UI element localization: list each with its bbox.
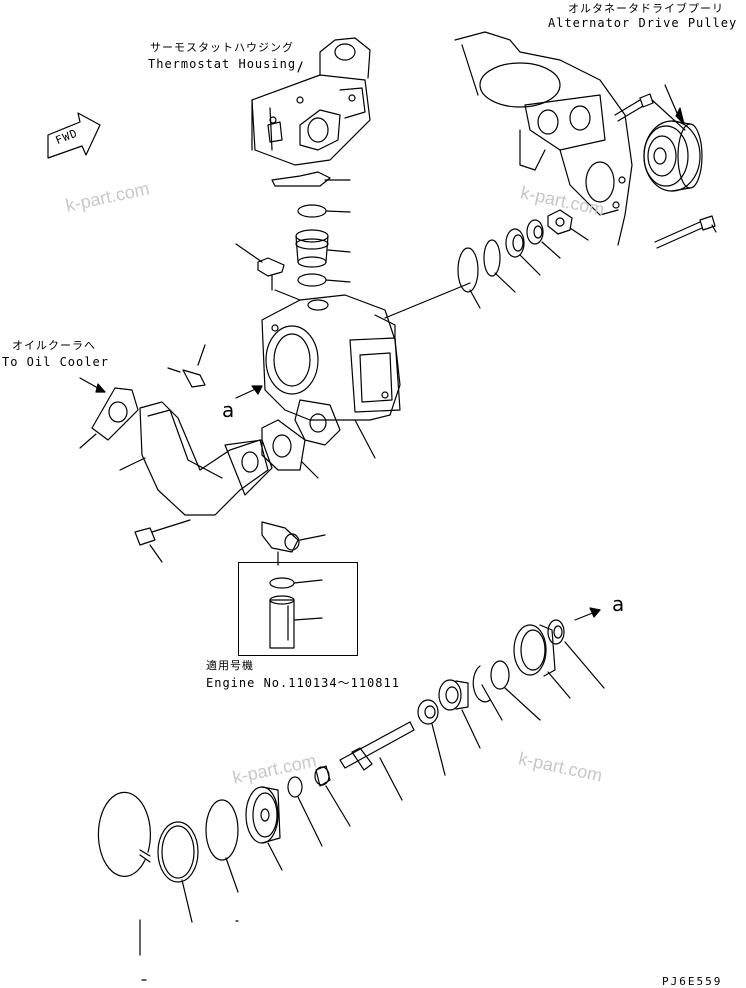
nut-upper xyxy=(548,210,588,240)
bearing-lower-2 xyxy=(418,700,445,775)
hose-clamp xyxy=(270,578,322,588)
cover-plate xyxy=(158,822,198,922)
serial-label-en: Engine No.110134～110811 xyxy=(206,676,400,690)
alternator-drive-pulley xyxy=(644,85,702,191)
pulley-bolt-lower xyxy=(655,216,716,248)
oil-cooler-water-pipe xyxy=(120,402,272,515)
serial-label-jp: 適用号機 xyxy=(206,659,254,672)
drawing-code: PJ6E559 xyxy=(662,975,723,988)
view-arrow-lower xyxy=(575,608,600,620)
pipe-bolt-lower xyxy=(135,520,190,562)
serial-range-frame xyxy=(238,562,358,656)
gear-washer xyxy=(548,620,604,688)
engine-front-cover xyxy=(455,32,632,245)
seal-cup xyxy=(288,777,322,846)
spacer-lower xyxy=(491,661,540,720)
o-ring-lower xyxy=(298,274,350,286)
oil-cooler-label-jp: オイルクーラへ xyxy=(12,339,96,352)
oil-cooler-gasket-left xyxy=(80,378,138,448)
thermostat xyxy=(296,230,350,267)
view-arrow-upper xyxy=(236,386,262,398)
drain-cock xyxy=(262,522,325,565)
bearing-lower-1 xyxy=(439,680,480,748)
oil-cooler-label-en: To Oil Cooler xyxy=(2,355,109,369)
seal-ring-upper xyxy=(458,248,480,308)
air-bleed-plug xyxy=(236,244,300,300)
pump-shaft xyxy=(340,722,414,800)
view-mark-upper-label: a xyxy=(222,398,235,422)
thermostat-housing-label-en: Thermostat Housing xyxy=(148,57,297,71)
washer-upper xyxy=(484,240,515,292)
stray-ticks xyxy=(142,921,238,980)
snap-ring-lower xyxy=(473,666,502,720)
o-ring-upper xyxy=(298,205,350,217)
alternator-pulley-label-jp: オルタネータドライブプーリ xyxy=(568,2,724,15)
mechanical-seal xyxy=(315,766,350,826)
view-mark-lower-label: a xyxy=(612,592,625,616)
thermostat-gasket xyxy=(272,172,350,186)
pulley-bolt-upper xyxy=(615,94,685,130)
o-ring-cover xyxy=(206,800,238,892)
fwd-arrow-icon xyxy=(48,113,100,158)
bearing-upper-2 xyxy=(527,220,560,258)
drain-hose xyxy=(270,596,322,648)
bearing-upper-1 xyxy=(506,229,540,275)
snap-ring-cover xyxy=(98,792,150,955)
alternator-pulley-label-en: Alternator Drive Pulley xyxy=(548,16,738,30)
pipe-bolt-upper xyxy=(168,345,205,387)
impeller xyxy=(246,787,282,870)
thermostat-housing xyxy=(252,38,370,165)
pump-gear xyxy=(514,625,570,698)
water-pump-body xyxy=(262,283,470,458)
pump-inlet-gasket xyxy=(262,420,318,478)
thermostat-housing-label-jp: サーモスタットハウジング xyxy=(150,41,294,54)
